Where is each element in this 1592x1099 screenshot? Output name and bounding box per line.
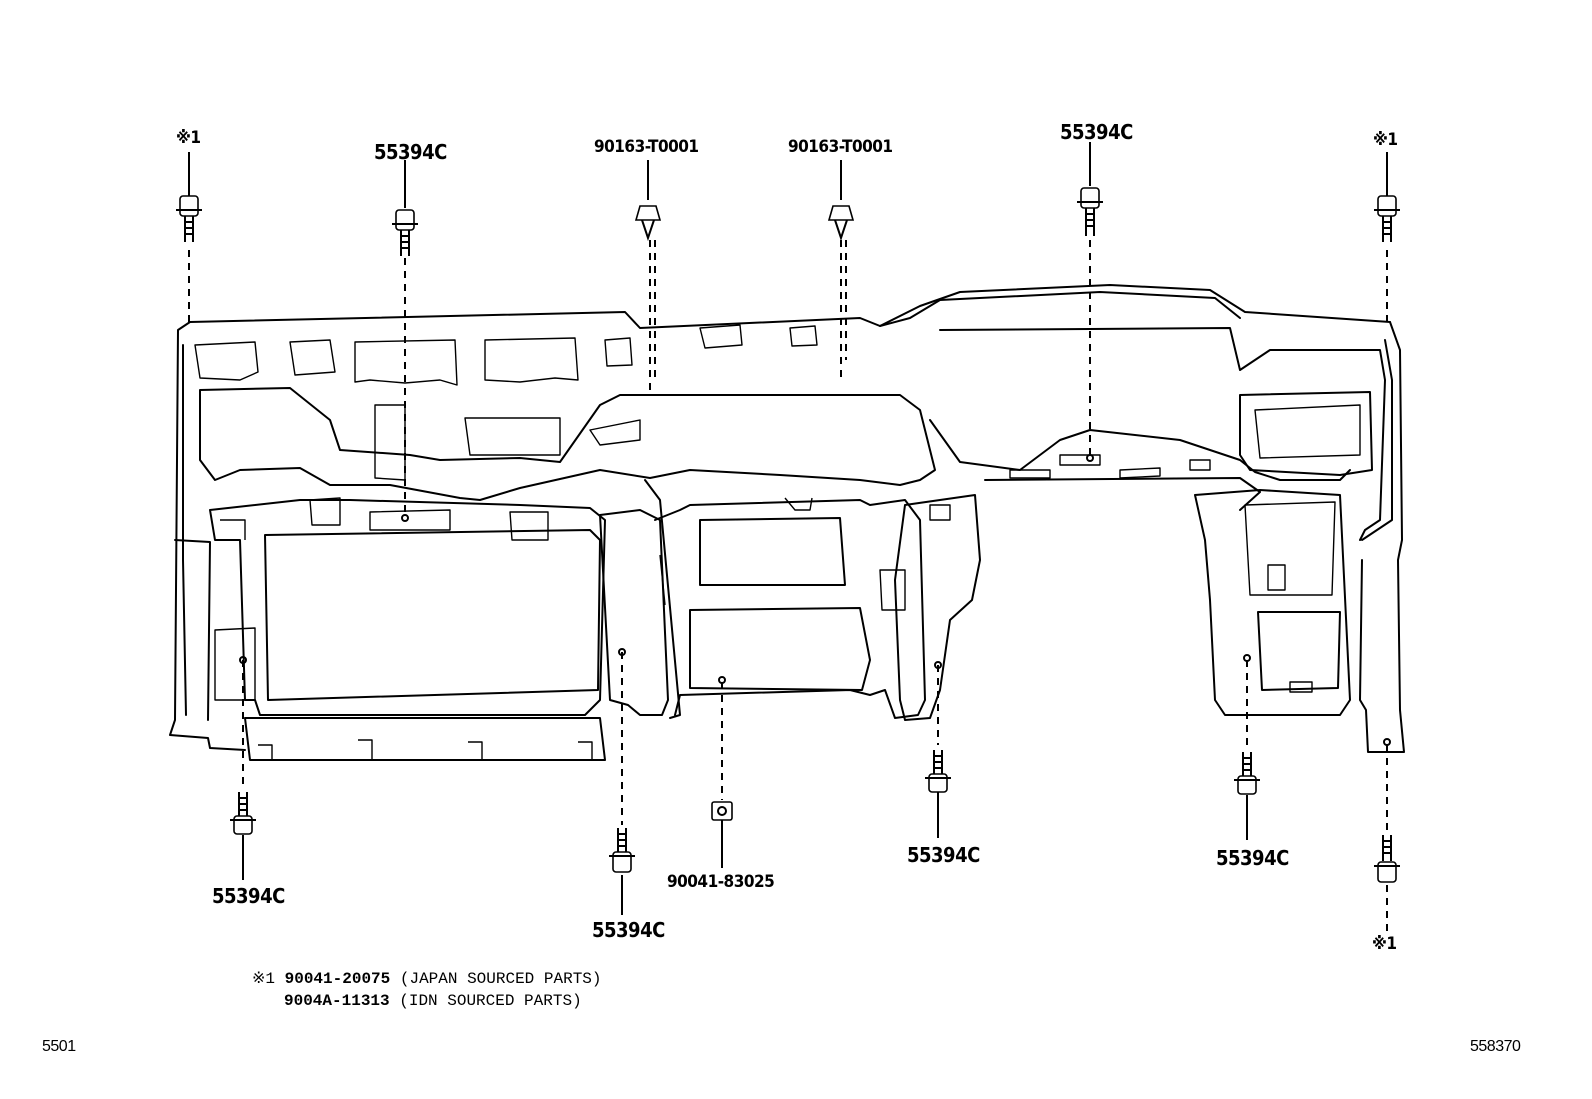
bolt-icon-bottom-2 (609, 828, 635, 873)
bolt-icon-bottom-right (1374, 835, 1400, 883)
leader-lines (188, 142, 1388, 932)
bolt-icon-top-5 (1077, 187, 1103, 236)
clip-icon-top-3 (634, 205, 662, 242)
label-nut-bottom-3: 90041-83025 (667, 872, 775, 892)
mounting-holes (239, 454, 1391, 746)
label-bolt-bottom-1: 55394C (212, 884, 285, 908)
reinforcement-frame (169, 284, 1405, 761)
label-bolt-top-right: ※1 (1373, 130, 1398, 150)
bolt-icon-top-left (176, 195, 202, 242)
label-bolt-bottom-5: 55394C (1216, 846, 1289, 870)
nut-icon-bottom-3 (711, 801, 733, 821)
label-bolt-top-2: 55394C (374, 140, 447, 164)
clip-icon-top-4 (827, 205, 855, 242)
label-bolt-bottom-right: ※1 (1372, 934, 1397, 954)
footnote-part-1: 90041-20075 (284, 970, 391, 988)
footnote-desc-2: (IDN SOURCED PARTS) (399, 992, 582, 1010)
footnote-desc-1: (JAPAN SOURCED PARTS) (399, 970, 602, 988)
page-code-left: 5501 (42, 1038, 76, 1055)
bolt-icon-bottom-5 (1234, 752, 1260, 795)
label-bolt-bottom-2: 55394C (592, 918, 665, 942)
footnote-line-2: 9004A-11313 (IDN SOURCED PARTS) (284, 990, 582, 1012)
label-bolt-top-5: 55394C (1060, 120, 1133, 144)
footnote-part-2: 9004A-11313 (284, 992, 390, 1010)
label-clip-top-4: 90163-T0001 (788, 137, 893, 157)
footnote-line-1: ※1 90041-20075 (JAPAN SOURCED PARTS) (252, 968, 602, 990)
bolt-icon-bottom-4 (925, 750, 951, 793)
page-code-right: 558370 (1470, 1038, 1521, 1055)
footnote-mark: ※1 (252, 970, 276, 988)
label-bolt-top-left: ※1 (176, 128, 201, 148)
label-bolt-bottom-4: 55394C (907, 843, 980, 867)
bolt-icon-bottom-1 (230, 792, 256, 835)
bolt-icon-top-right (1374, 195, 1400, 242)
bolt-icon-top-2 (392, 209, 418, 256)
label-clip-top-3: 90163-T0001 (594, 137, 699, 157)
